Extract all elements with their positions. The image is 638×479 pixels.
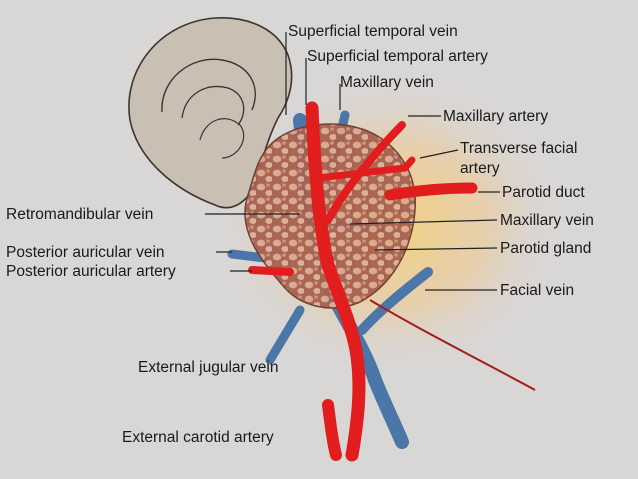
posterior-auricular-vein-vessel [227, 249, 270, 263]
parotid-duct-vessel [384, 182, 478, 201]
external-jugular-vein-vessel [265, 305, 305, 365]
posterior-auricular-artery-vessel [248, 266, 294, 276]
label-posterior-auricular-vein: Posterior auricular vein [6, 244, 165, 261]
label-superficial-temporal-artery: Superficial temporal artery [307, 48, 488, 65]
label-posterior-auricular-artery: Posterior auricular artery [6, 263, 176, 280]
label-external-carotid-artery: External carotid artery [122, 429, 274, 446]
label-parotid-duct: Parotid duct [502, 184, 585, 201]
label-transverse-facial-artery-line2: artery [460, 160, 500, 177]
label-superficial-temporal-vein: Superficial temporal vein [288, 23, 458, 40]
external-carotid-artery-vessel [305, 101, 366, 462]
external-carotid-stump [322, 399, 342, 461]
label-maxillary-vein-right: Maxillary vein [500, 212, 594, 229]
label-facial-vein: Facial vein [500, 282, 574, 299]
label-parotid-gland: Parotid gland [500, 240, 591, 257]
facial-artery-branch [369, 299, 536, 391]
label-external-jugular-vein: External jugular vein [138, 359, 278, 376]
label-transverse-facial-artery-line1: Transverse facial [460, 140, 577, 157]
artery-network [248, 101, 478, 462]
facial-vein-vessel [357, 267, 433, 335]
transverse-facial-artery-vessel [314, 156, 416, 182]
ear-outline [128, 17, 293, 209]
leader-lines [205, 32, 500, 291]
label-retromandibular-vein: Retromandibular vein [6, 206, 153, 223]
label-maxillary-vein-top: Maxillary vein [340, 74, 434, 91]
label-maxillary-artery: Maxillary artery [443, 108, 548, 125]
